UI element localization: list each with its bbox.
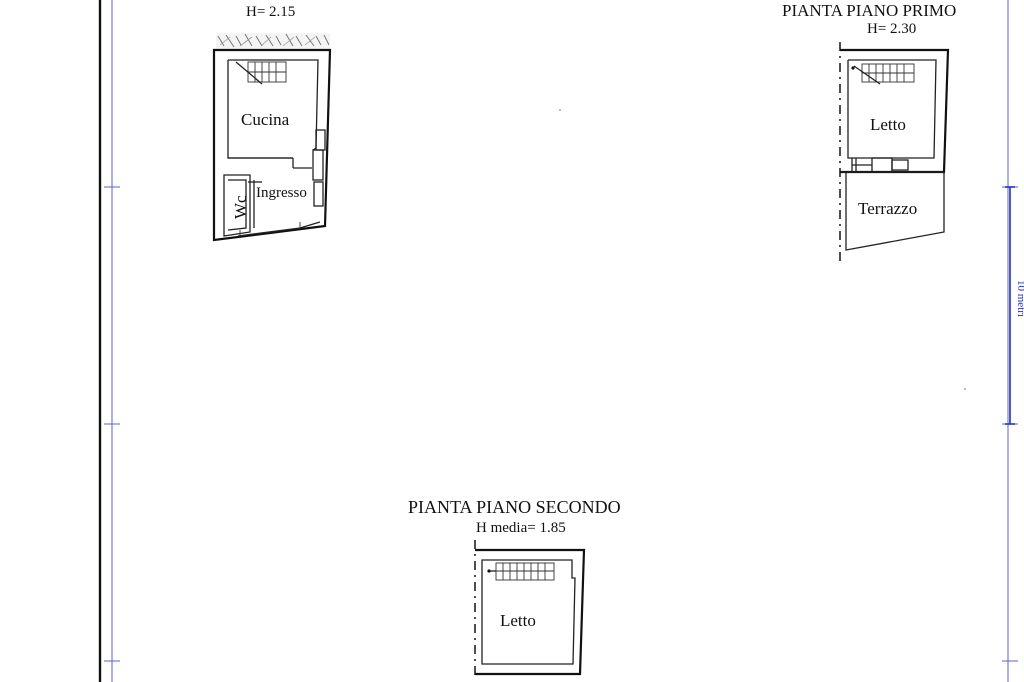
second-floor-height: H media= 1.85 [476,520,566,536]
second-floor-plan: PIANTA PIANO SECONDO H media= 1.85 Letto [408,497,621,676]
first-floor-height: H= 2.30 [867,21,916,37]
scale-bar: 10 metri [1005,186,1024,425]
second-room-bedroom: Letto [500,611,536,630]
first-floor-plan: PIANTA PIANO PRIMO H= 2.30 [782,1,956,262]
frame-ticks [104,186,1018,662]
ground-floor-height: H= 2.15 [246,4,295,20]
speck [964,388,966,390]
second-floor-title: PIANTA PIANO SECONDO [408,497,621,517]
first-floor-stair-icon [851,63,915,85]
ground-outer-wall [212,48,332,242]
ground-room-kitchen: Cucina [241,110,290,129]
scale-bar-label: 10 metri [1015,280,1024,317]
second-floor-outer-wall [475,548,586,676]
ground-room-wc: Wc [231,195,250,219]
ground-floor-plan: H= 2.15 [212,4,332,242]
first-floor-terrace-wall [840,171,945,251]
ground-room-entrance: Ingresso [256,185,307,201]
first-floor-title: PIANTA PIANO PRIMO [782,1,956,20]
ground-door-frame [315,129,326,151]
ground-wc-wall [223,174,251,237]
ground-stair-icon [235,61,287,85]
ground-inner-wall [227,59,319,159]
ground-hatch [216,33,330,49]
speck [559,109,561,111]
second-floor-stair-icon [487,562,555,581]
first-floor-window [851,157,909,173]
first-room-terrace: Terrazzo [858,199,917,218]
first-room-bedroom: Letto [870,115,906,134]
